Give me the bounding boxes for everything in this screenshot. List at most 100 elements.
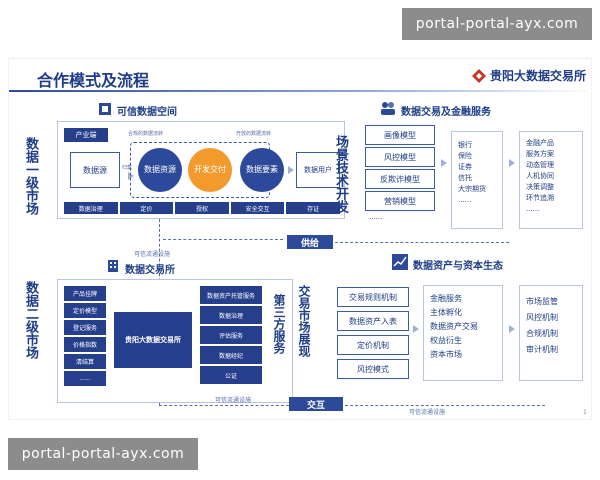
exchange-logo: 贵阳大数据交易所	[471, 67, 586, 84]
governance-steps: 数据治理 定价 授权 安全交互 存证	[64, 202, 340, 214]
chart-icon	[392, 254, 408, 270]
third-party-label: 第三方服务	[272, 294, 286, 354]
exchange-left-more: ......	[64, 371, 106, 386]
shield-icon	[99, 103, 111, 115]
trusted-space-title: 可信数据空间	[117, 107, 177, 118]
logo-icon	[472, 68, 486, 83]
anti-fraud-model: 反欺诈模型	[365, 169, 435, 189]
risk-mode: 风控模式	[337, 359, 409, 379]
trusted-space-panel: 产业端 合规的数据流转 开放的数据流转 数据源 归集 数据资源 开发交付 数据要…	[57, 121, 345, 219]
bottom-infra-right: 可信流通设施	[409, 409, 446, 416]
interaction-banner: 交互	[289, 397, 343, 411]
market-display-label: 交易市场展现	[297, 285, 311, 357]
interaction-line-left	[159, 405, 289, 406]
data-governance: 数据治理	[200, 306, 262, 324]
data-source-box: 数据源	[70, 152, 120, 188]
exchange-price-index: 价格指数	[64, 337, 106, 352]
institution-trust: 信托	[458, 174, 472, 182]
open-flow-note: 开放的数据流转	[236, 131, 272, 137]
supply-banner: 供给	[287, 235, 333, 249]
exchange-right-list: 数据资产托管服务 数据治理 评估服务 数据经纪 公证	[200, 286, 262, 384]
exchange-panel: 产品挂牌 定价模型 登记服务 价格指数 清结算 ...... 贵阳大数据交易所 …	[57, 279, 293, 403]
institution-securities: 证券	[458, 163, 472, 171]
arrow-to-finance	[413, 325, 419, 333]
asset-custody: 数据资产托管服务	[200, 286, 262, 304]
trusted-infra-label: 可信流通设施	[134, 251, 171, 258]
data-brokerage: 数据经纪	[200, 346, 262, 364]
product-service-plan: 服务方案	[526, 150, 554, 158]
supply-line-right	[335, 242, 509, 243]
collect-label: 归集	[122, 165, 133, 171]
data-resource-node: 数据资源	[138, 148, 182, 192]
model-list: 画像模型 风控模型 反欺诈模型 营销模型 ......	[365, 125, 435, 223]
compliant-flow-note: 合规的数据流转	[128, 131, 164, 137]
exchange-registration: 登记服务	[64, 320, 106, 335]
step-governance: 数据治理	[64, 202, 118, 214]
institution-panel: 银行 保险 证券 信托 大宗期货 ......	[451, 131, 503, 229]
product-finance: 金融产品	[526, 139, 554, 147]
watermark-top: portal-portal-ayx.com	[402, 8, 592, 40]
step-authorization: 授权	[175, 202, 229, 214]
interaction-line-right	[345, 405, 545, 406]
arrow-to-products	[509, 159, 515, 167]
exchange-center: 贵阳大数据交易所	[114, 312, 192, 368]
exchange-listing: 产品挂牌	[64, 286, 106, 301]
exchange-pricing-model: 定价模型	[64, 303, 106, 318]
primary-market-label: 数据一级市场	[23, 137, 38, 215]
finance-service: 金融服务	[430, 294, 462, 303]
product-dynamic-mgmt: 动态管理	[526, 161, 554, 169]
exchange-title: 数据交易所	[125, 265, 175, 276]
step-pricing: 定价	[119, 202, 174, 214]
arrow-to-user	[288, 166, 294, 174]
entity-incubation: 主体孵化	[430, 308, 462, 317]
slide-canvas: 合作模式及流程 贵阳大数据交易所 数据一级市场 可信数据空间 产业端 合规的数据…	[8, 58, 593, 420]
notary: 公证	[200, 366, 262, 384]
institution-insurance: 保险	[458, 152, 472, 160]
rights-derivatives: 权益衍生	[430, 336, 462, 345]
exchange-clearing: 清结算	[64, 354, 106, 369]
product-traceability: 环节追溯	[526, 194, 554, 202]
arrow-to-resource	[128, 172, 134, 180]
logo-text: 贵阳大数据交易所	[490, 69, 587, 83]
title-underline	[9, 90, 593, 92]
scene-dev-label: 场景技术开发	[333, 135, 348, 213]
risk-mechanism: 风控机制	[526, 313, 558, 322]
asset-onbook: 数据资产入表	[337, 311, 409, 331]
trade-rules: 交易规则机制	[337, 287, 409, 307]
ecosystem-finance-panel: 金融服务 主体孵化 数据资产交易 权益衍生 资本市场	[423, 285, 503, 381]
model-more: ......	[369, 213, 383, 221]
asset-ecosystem-title: 数据资产与资本生态	[413, 261, 503, 272]
step-secure-interaction: 安全交互	[230, 202, 285, 214]
capital-market: 资本市场	[430, 350, 462, 359]
product-more: ......	[526, 205, 540, 213]
watermark-bottom: portal-portal-ayx.com	[8, 438, 198, 470]
data-user-box: 数据用户	[296, 152, 340, 188]
arrow-to-institutions	[441, 159, 447, 167]
secondary-market-label: 数据二级市场	[23, 281, 38, 359]
product-decision: 决策调整	[526, 183, 554, 191]
regulation-panel: 市场监管 风控机制 合规机制 审计机制	[519, 285, 583, 381]
people-icon	[381, 102, 395, 115]
audit-mechanism: 审计机制	[526, 345, 558, 354]
institution-bank: 银行	[458, 141, 472, 149]
building-icon	[108, 260, 118, 272]
dev-delivery-node: 开发交付	[188, 148, 232, 192]
page-number: 1	[583, 409, 587, 416]
supply-line-left	[163, 239, 283, 240]
bottom-infra-left: 可信流通设施	[215, 397, 252, 404]
step-notarization: 存证	[286, 202, 340, 214]
asset-trading: 数据资产交易	[430, 322, 478, 331]
rules-list: 交易规则机制 数据资产入表 定价机制 风控模式	[337, 287, 409, 379]
portrait-model: 画像模型	[365, 125, 435, 145]
risk-model: 风控模型	[365, 147, 435, 167]
compliance-mechanism: 合规机制	[526, 329, 558, 338]
pricing-mechanism: 定价机制	[337, 335, 409, 355]
marketing-model: 营销模型	[365, 191, 435, 211]
institution-more: ......	[458, 196, 472, 204]
exchange-left-list: 产品挂牌 定价模型 登记服务 价格指数 清结算 ......	[64, 286, 106, 386]
product-panel: 金融产品 服务方案 动态管理 人机协同 决策调整 环节追溯 ......	[519, 131, 583, 229]
evaluation-service: 评估服务	[200, 326, 262, 344]
institution-futures: 大宗期货	[458, 185, 486, 193]
product-human-machine: 人机协同	[526, 172, 554, 180]
finance-services-title: 数据交易及金融服务	[401, 107, 491, 118]
